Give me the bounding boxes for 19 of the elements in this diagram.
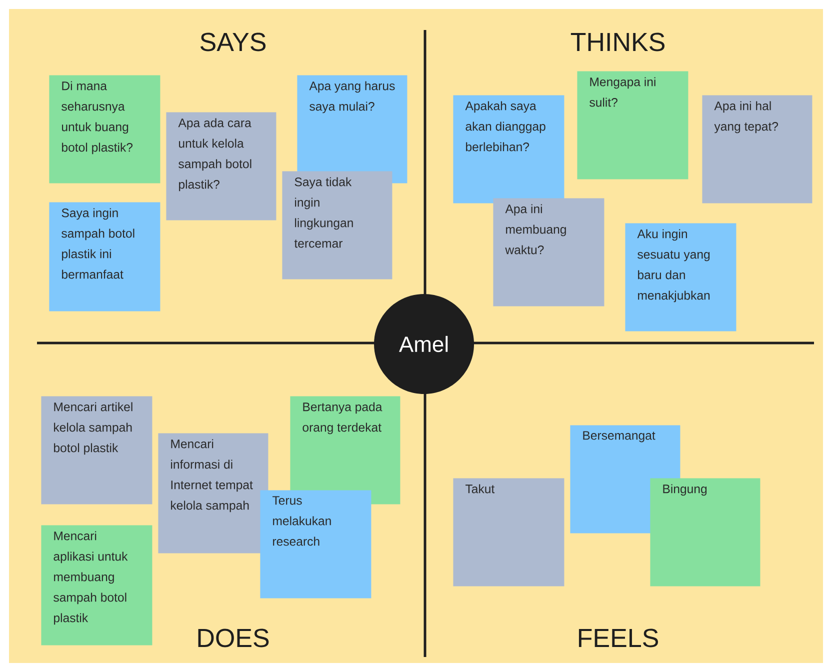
sticky-note: Apa ada cara untuk kelola sampah botol plastik? <box>166 112 276 220</box>
quadrant-title: THINKS <box>570 32 664 52</box>
sticky-note: Mencari informasi di Internet tempat kelola sampah <box>158 433 268 554</box>
sticky-note: Apa ini hal yang tepat? <box>702 95 812 204</box>
sticky-note: Apa ini membuang waktu? <box>493 198 604 306</box>
quadrant-title: SAYS <box>200 32 266 52</box>
sticky-note: Terus melakukan research <box>260 490 372 598</box>
sticky-note: Saya tidak ingin lingkungan tercemar <box>282 171 392 280</box>
sticky-note: Bingung <box>650 478 760 586</box>
sticky-note: Apakah saya akan dianggap berlebihan? <box>453 95 564 204</box>
sticky-note: Mengapa ini sulit? <box>577 71 688 180</box>
sticky-note: Di mana seharusnya untuk buang botol plastik? <box>49 75 160 184</box>
sticky-note: Mencari aplikasi untuk membuang sampah botol plastik <box>41 525 152 646</box>
quadrant-title: FEELS <box>578 628 658 648</box>
sticky-note: Aku ingin sesuatu yang baru dan menakjubkan <box>625 223 736 332</box>
sticky-note: Takut <box>453 478 564 586</box>
sticky-note: Mencari artikel kelola sampah botol plastik <box>41 396 152 504</box>
sticky-note: Saya ingin sampah botol plastik ini bermanfaat <box>49 202 160 312</box>
quadrant-title: DOES <box>198 628 269 648</box>
